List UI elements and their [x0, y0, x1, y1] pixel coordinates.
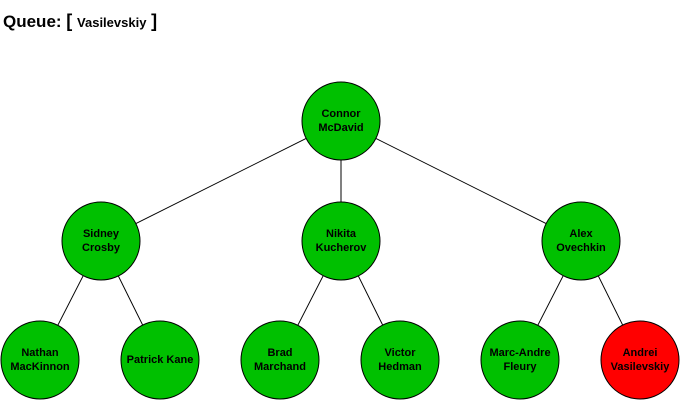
node-label-mcdavid-1: McDavid — [318, 122, 363, 134]
edge-kucherov-marchand — [297, 275, 324, 326]
tree-nodes: ConnorMcDavidSidneyCrosbyNikitaKucherovA… — [0, 81, 680, 400]
node-label-kane-0: Patrick Kane — [127, 354, 194, 366]
tree-node-kane: Patrick Kane — [120, 320, 200, 400]
node-label-kucherov-0: Nikita — [326, 228, 357, 240]
queue-header: Queue: [ Vasilevskiy ] — [3, 10, 157, 34]
node-circle-vasilevskiy — [600, 320, 680, 400]
edge-ovechkin-vasilevskiy — [597, 275, 624, 326]
edge-ovechkin-fleury — [537, 275, 564, 326]
node-label-ovechkin-1: Ovechkin — [556, 242, 606, 254]
node-label-mcdavid-0: Connor — [321, 108, 361, 120]
node-label-kucherov-1: Kucherov — [316, 242, 368, 254]
node-circle-marchand — [240, 320, 320, 400]
node-label-mackinnon-1: MacKinnon — [10, 361, 70, 373]
node-circle-mackinnon — [0, 320, 80, 400]
node-label-fleury-0: Marc-Andre — [489, 347, 550, 359]
node-label-hedman-0: Victor — [385, 347, 417, 359]
queue-open-bracket: [ — [66, 11, 73, 31]
node-circle-kucherov — [301, 201, 381, 281]
queue-item: Vasilevskiy — [77, 15, 147, 30]
node-circle-kane — [120, 320, 200, 400]
node-circle-hedman — [360, 320, 440, 400]
node-label-vasilevskiy-1: Vasilevskiy — [611, 361, 671, 373]
edge-crosby-mackinnon — [57, 275, 84, 326]
node-label-marchand-1: Marchand — [254, 361, 306, 373]
node-circle-ovechkin — [541, 201, 621, 281]
node-label-fleury-1: Fleury — [503, 361, 537, 373]
edge-kucherov-hedman — [357, 275, 384, 326]
node-label-marchand-0: Brad — [267, 347, 292, 359]
queue-close-bracket: ] — [151, 11, 158, 31]
node-label-ovechkin-0: Alex — [569, 228, 593, 240]
node-circle-fleury — [480, 320, 560, 400]
edge-crosby-kane — [117, 275, 144, 326]
node-label-crosby-1: Crosby — [82, 242, 121, 254]
node-label-vasilevskiy-0: Andrei — [623, 347, 658, 359]
node-label-mackinnon-0: Nathan — [21, 347, 59, 359]
node-circle-crosby — [61, 201, 141, 281]
tree-edges — [57, 137, 624, 326]
node-label-crosby-0: Sidney — [83, 228, 120, 240]
node-label-hedman-1: Hedman — [378, 361, 422, 373]
edge-mcdavid-crosby — [135, 137, 307, 225]
queue-label: Queue: — [3, 12, 62, 31]
edge-mcdavid-ovechkin — [375, 137, 547, 225]
node-circle-mcdavid — [301, 81, 381, 161]
